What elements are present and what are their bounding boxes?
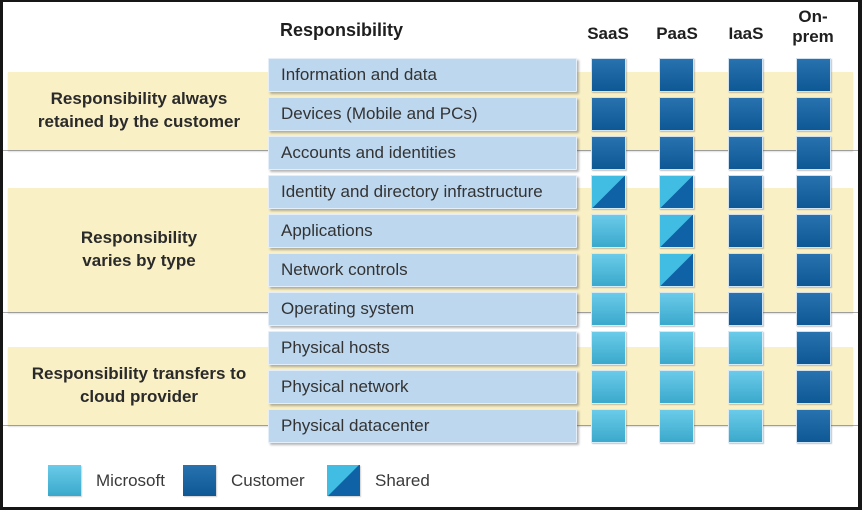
matrix-cell-iaas-row6 bbox=[728, 253, 763, 287]
matrix-cell-iaas-row7 bbox=[728, 292, 763, 326]
matrix-cell-onprem-row4 bbox=[796, 175, 831, 209]
matrix-cell-onprem-row5 bbox=[796, 214, 831, 248]
matrix-cell-saas-row5 bbox=[591, 214, 626, 248]
matrix-cell-saas-row7 bbox=[591, 292, 626, 326]
matrix-cell-paas-row6 bbox=[659, 253, 694, 287]
matrix-cell-saas-row1 bbox=[591, 58, 626, 92]
matrix-cell-onprem-row2 bbox=[796, 97, 831, 131]
matrix-cell-paas-row5 bbox=[659, 214, 694, 248]
legend-item-microsoft: Microsoft bbox=[48, 465, 165, 496]
matrix-cell-saas-row6 bbox=[591, 253, 626, 287]
matrix-cell-paas-row3 bbox=[659, 136, 694, 170]
column-header-paas: PaaS bbox=[656, 24, 698, 43]
row-label: Physical hosts bbox=[268, 331, 577, 365]
matrix-cell-onprem-row10 bbox=[796, 409, 831, 443]
matrix-cell-saas-row10 bbox=[591, 409, 626, 443]
legend-label: Shared bbox=[375, 470, 430, 490]
matrix-cell-iaas-row10 bbox=[728, 409, 763, 443]
row-label: Information and data bbox=[268, 58, 577, 92]
matrix-cell-onprem-row3 bbox=[796, 136, 831, 170]
column-header-iaas: IaaS bbox=[728, 24, 764, 43]
matrix-cell-onprem-row9 bbox=[796, 370, 831, 404]
group-band-label: Responsibility transfers to cloud provid… bbox=[8, 363, 260, 409]
matrix-cell-saas-row3 bbox=[591, 136, 626, 170]
matrix-cell-saas-row4 bbox=[591, 175, 626, 209]
row-label: Physical datacenter bbox=[268, 409, 577, 443]
matrix-cell-paas-row10 bbox=[659, 409, 694, 443]
legend-label: Customer bbox=[231, 470, 305, 490]
matrix-cell-iaas-row5 bbox=[728, 214, 763, 248]
row-label: Physical network bbox=[268, 370, 577, 404]
legend-swatch-shared bbox=[327, 465, 360, 496]
group-band-label-text: Responsibility transfers to cloud provid… bbox=[31, 364, 247, 406]
row-label: Operating system bbox=[268, 292, 577, 326]
matrix-cell-iaas-row9 bbox=[728, 370, 763, 404]
legend-swatch-microsoft bbox=[48, 465, 81, 496]
row-label: Applications bbox=[268, 214, 577, 248]
matrix-cell-paas-row9 bbox=[659, 370, 694, 404]
matrix-cell-saas-row8 bbox=[591, 331, 626, 365]
legend-label: Microsoft bbox=[96, 470, 165, 490]
matrix-cell-saas-row2 bbox=[591, 97, 626, 131]
legend-item-customer: Customer bbox=[183, 465, 305, 496]
group-band-label: Responsibility always retained by the cu… bbox=[8, 88, 260, 134]
matrix-cell-onprem-row6 bbox=[796, 253, 831, 287]
responsibility-column-header: Responsibility bbox=[280, 20, 404, 40]
row-label: Devices (Mobile and PCs) bbox=[268, 97, 577, 131]
group-band-label: Responsibility varies by type bbox=[8, 227, 260, 273]
matrix-cell-iaas-row4 bbox=[728, 175, 763, 209]
group-band-label-text: Responsibility always retained by the cu… bbox=[37, 89, 241, 131]
row-label: Identity and directory infrastructure bbox=[268, 175, 577, 209]
row-label: Accounts and identities bbox=[268, 136, 577, 170]
legend-swatch-customer bbox=[183, 465, 216, 496]
matrix-cell-iaas-row8 bbox=[728, 331, 763, 365]
matrix-cell-paas-row7 bbox=[659, 292, 694, 326]
matrix-cell-iaas-row1 bbox=[728, 58, 763, 92]
legend-item-shared: Shared bbox=[327, 465, 430, 496]
matrix-cell-paas-row2 bbox=[659, 97, 694, 131]
column-header-onprem: On-prem bbox=[792, 7, 834, 47]
row-label: Network controls bbox=[268, 253, 577, 287]
matrix-cell-paas-row4 bbox=[659, 175, 694, 209]
matrix-cell-onprem-row8 bbox=[796, 331, 831, 365]
matrix-cell-iaas-row2 bbox=[728, 97, 763, 131]
column-header-saas: SaaS bbox=[587, 24, 629, 43]
matrix-cell-saas-row9 bbox=[591, 370, 626, 404]
matrix-cell-paas-row1 bbox=[659, 58, 694, 92]
matrix-cell-onprem-row1 bbox=[796, 58, 831, 92]
matrix-cell-paas-row8 bbox=[659, 331, 694, 365]
matrix-cell-iaas-row3 bbox=[728, 136, 763, 170]
matrix-cell-onprem-row7 bbox=[796, 292, 831, 326]
group-band-label-text: Responsibility varies by type bbox=[80, 228, 198, 270]
